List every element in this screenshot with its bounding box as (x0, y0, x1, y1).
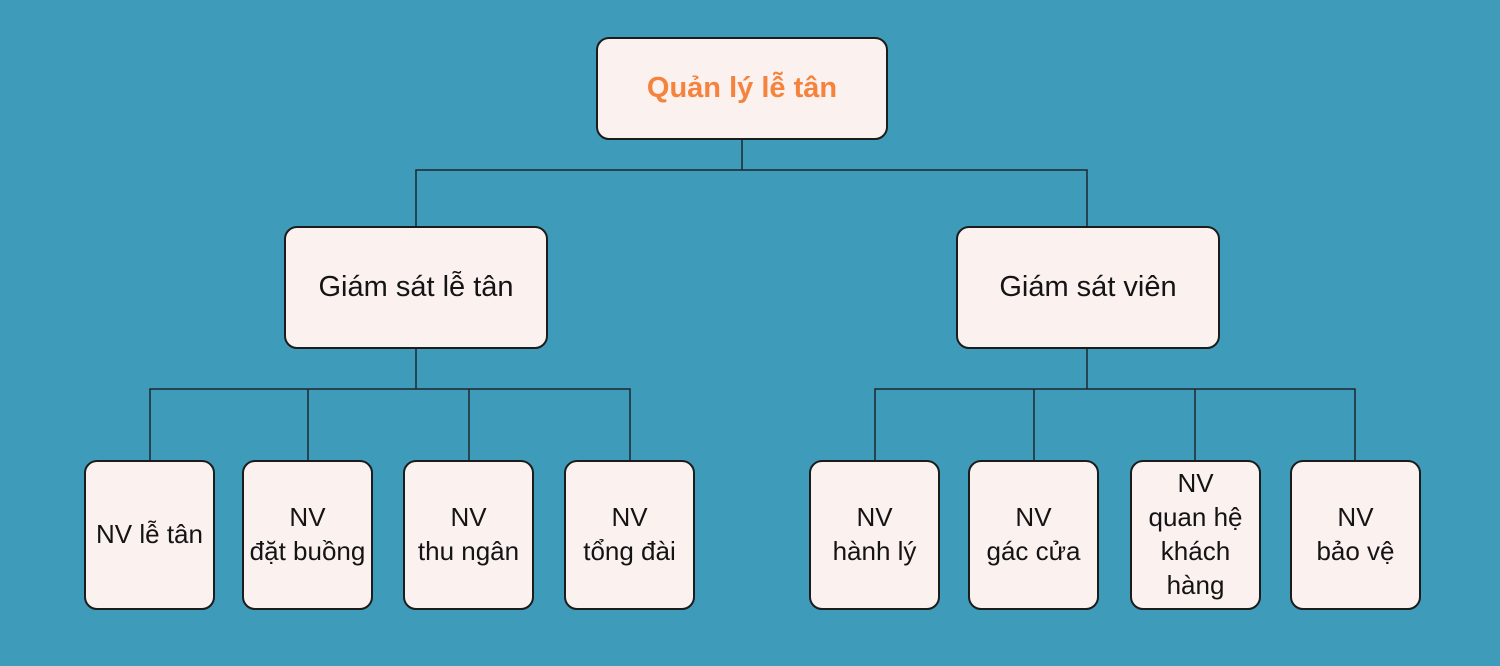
org-node-nv-bao-ve: NV bảo vệ (1290, 460, 1421, 610)
connector-level2-rail (415, 169, 1088, 226)
org-node-nv-gac-cua: NV gác cửa (968, 460, 1099, 610)
org-node-label: NV đặt buồng (249, 502, 366, 566)
org-node-nv-dat-buong: NV đặt buồng (242, 460, 373, 610)
org-node-label: NV tổng đài (583, 502, 676, 566)
org-node-nv-le-tan: NV lễ tân (84, 460, 215, 610)
org-node-quan-ly-le-tan: Quản lý lễ tân (596, 37, 888, 140)
connector-left-rail (149, 388, 631, 460)
org-node-label: Giám sát lễ tân (318, 270, 514, 303)
org-node-label: NV lễ tân (96, 519, 203, 550)
org-node-giam-sat-vien: Giám sát viên (956, 226, 1220, 349)
org-node-nv-tong-dai: NV tổng đài (564, 460, 695, 610)
org-node-label: NV bảo vệ (1316, 502, 1395, 566)
org-node-label: Quản lý lễ tân (646, 71, 838, 104)
org-node-nv-hanh-ly: NV hành lý (809, 460, 940, 610)
org-node-nv-quan-he-khach-hang: NV quan hệ khách hàng (1130, 460, 1261, 610)
org-node-label: NV thu ngân (417, 502, 520, 566)
org-node-label: NV quan hệ khách hàng (1148, 468, 1243, 600)
org-node-label: Giám sát viên (999, 270, 1177, 303)
org-node-label: NV gác cửa (986, 502, 1081, 566)
org-node-giam-sat-le-tan: Giám sát lễ tân (284, 226, 548, 349)
org-node-nv-thu-ngan: NV thu ngân (403, 460, 534, 610)
org-node-label: NV hành lý (832, 502, 917, 566)
connector-right-rail (874, 388, 1356, 460)
